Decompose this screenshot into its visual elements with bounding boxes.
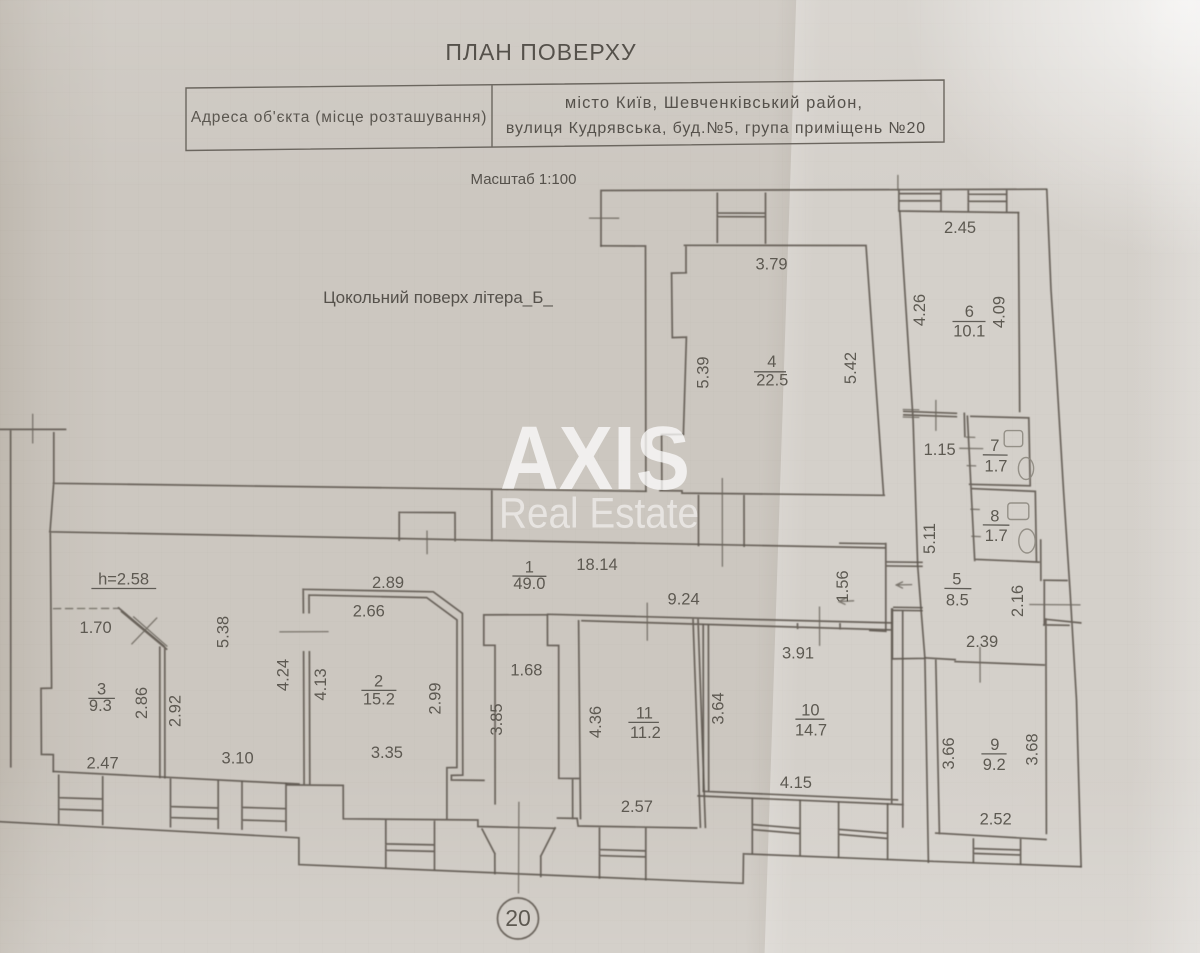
svg-text:2.52: 2.52 bbox=[980, 811, 1012, 829]
svg-text:10: 10 bbox=[801, 702, 819, 720]
svg-text:5.39: 5.39 bbox=[694, 356, 712, 388]
svg-text:14.7: 14.7 bbox=[795, 722, 827, 740]
svg-text:4: 4 bbox=[767, 353, 776, 371]
svg-text:2.39: 2.39 bbox=[966, 633, 998, 651]
svg-text:2.86: 2.86 bbox=[133, 687, 151, 719]
svg-text:2.99: 2.99 bbox=[426, 682, 444, 714]
svg-text:Масштаб 1:100: Масштаб 1:100 bbox=[471, 171, 577, 188]
svg-text:Цокольний поверх літера_Б_: Цокольний поверх літера_Б_ bbox=[323, 288, 553, 307]
svg-text:9.2: 9.2 bbox=[983, 756, 1006, 774]
svg-text:49.0: 49.0 bbox=[513, 575, 545, 593]
svg-text:9.3: 9.3 bbox=[89, 697, 112, 715]
svg-text:3.68: 3.68 bbox=[1023, 733, 1041, 765]
svg-text:6: 6 bbox=[965, 303, 974, 321]
svg-text:4.24: 4.24 bbox=[274, 659, 292, 691]
svg-text:18.14: 18.14 bbox=[576, 556, 617, 574]
svg-text:4.26: 4.26 bbox=[911, 294, 929, 326]
svg-text:8.5: 8.5 bbox=[946, 592, 969, 610]
svg-text:10.1: 10.1 bbox=[953, 323, 985, 341]
svg-text:11: 11 bbox=[636, 705, 653, 723]
svg-text:3.10: 3.10 bbox=[222, 750, 254, 768]
svg-text:15.2: 15.2 bbox=[363, 691, 395, 709]
svg-text:вулиця Кудрявська, буд.№5, гру: вулиця Кудрявська, буд.№5, група приміще… bbox=[506, 120, 926, 137]
svg-text:4.09: 4.09 bbox=[990, 296, 1008, 328]
svg-text:Real Estate: Real Estate bbox=[499, 490, 699, 538]
svg-text:9.24: 9.24 bbox=[668, 591, 700, 609]
svg-text:1.70: 1.70 bbox=[80, 619, 112, 637]
svg-text:5.38: 5.38 bbox=[214, 616, 232, 648]
svg-text:3.64: 3.64 bbox=[709, 692, 727, 724]
svg-text:4.36: 4.36 bbox=[587, 706, 605, 738]
svg-text:4.15: 4.15 bbox=[780, 774, 812, 792]
svg-text:2: 2 bbox=[374, 673, 383, 691]
svg-text:1: 1 bbox=[525, 559, 534, 577]
svg-text:2.47: 2.47 bbox=[87, 755, 119, 773]
svg-text:20: 20 bbox=[505, 905, 531, 931]
svg-text:5.42: 5.42 bbox=[842, 352, 860, 384]
svg-text:3: 3 bbox=[97, 681, 106, 699]
svg-text:h=2.58: h=2.58 bbox=[98, 571, 149, 589]
svg-text:3.79: 3.79 bbox=[755, 256, 787, 274]
svg-text:1.68: 1.68 bbox=[510, 662, 542, 680]
svg-text:3.85: 3.85 bbox=[488, 703, 506, 735]
svg-text:2.57: 2.57 bbox=[621, 798, 653, 816]
svg-text:1.7: 1.7 bbox=[985, 458, 1008, 476]
svg-text:8: 8 bbox=[990, 508, 999, 526]
svg-text:5: 5 bbox=[952, 571, 961, 589]
svg-text:2.16: 2.16 bbox=[1009, 585, 1027, 617]
svg-text:2.89: 2.89 bbox=[372, 574, 404, 592]
svg-text:1.56: 1.56 bbox=[834, 570, 852, 602]
svg-text:1.7: 1.7 bbox=[985, 527, 1008, 545]
svg-text:5.11: 5.11 bbox=[921, 523, 939, 554]
svg-text:4.13: 4.13 bbox=[312, 668, 330, 700]
svg-text:1.15: 1.15 bbox=[924, 441, 956, 459]
svg-text:2.45: 2.45 bbox=[944, 219, 976, 237]
svg-text:7: 7 bbox=[990, 437, 999, 455]
svg-text:3.35: 3.35 bbox=[371, 744, 403, 762]
svg-text:22.5: 22.5 bbox=[756, 372, 788, 390]
svg-text:3.66: 3.66 bbox=[940, 737, 958, 769]
svg-text:Адреса об'єкта (місце розташув: Адреса об'єкта (місце розташування) bbox=[191, 109, 487, 126]
svg-text:11.2: 11.2 bbox=[630, 724, 661, 742]
svg-text:3.91: 3.91 bbox=[782, 645, 814, 663]
svg-text:9: 9 bbox=[990, 736, 999, 754]
svg-text:2.66: 2.66 bbox=[353, 603, 385, 621]
svg-text:2.92: 2.92 bbox=[166, 695, 184, 727]
svg-text:ПЛАН ПОВЕРХУ: ПЛАН ПОВЕРХУ bbox=[445, 39, 636, 65]
svg-text:місто Київ, Шевченківський рай: місто Київ, Шевченківський район, bbox=[565, 94, 863, 112]
svg-text:AXIS: AXIS bbox=[500, 409, 690, 509]
